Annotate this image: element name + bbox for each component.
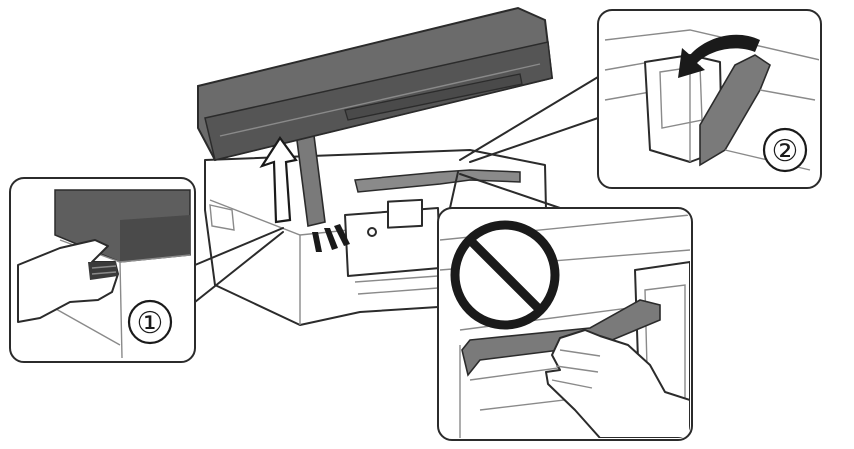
internal-cable	[354, 169, 521, 193]
press-marks	[312, 224, 350, 252]
hand-lifting	[17, 239, 119, 323]
step-2-number: ②	[772, 134, 799, 169]
hand-touching	[545, 329, 690, 438]
callout-connectors	[194, 76, 599, 303]
step-1-number: ①	[137, 306, 164, 341]
step-2-badge	[762, 127, 808, 173]
lcd-screen	[387, 198, 423, 229]
printer-main	[197, 6, 554, 326]
curved-arrow-icon	[678, 34, 760, 78]
callout-do-not-touch	[437, 207, 693, 441]
callout-step-2: ②	[597, 9, 822, 189]
power-button	[367, 227, 377, 237]
lift-arrow-icon	[259, 136, 298, 224]
prohibition-icon	[450, 220, 560, 330]
step-1-badge	[127, 299, 173, 345]
flat-cable	[699, 54, 771, 167]
callout-step-1: ①	[9, 177, 196, 363]
